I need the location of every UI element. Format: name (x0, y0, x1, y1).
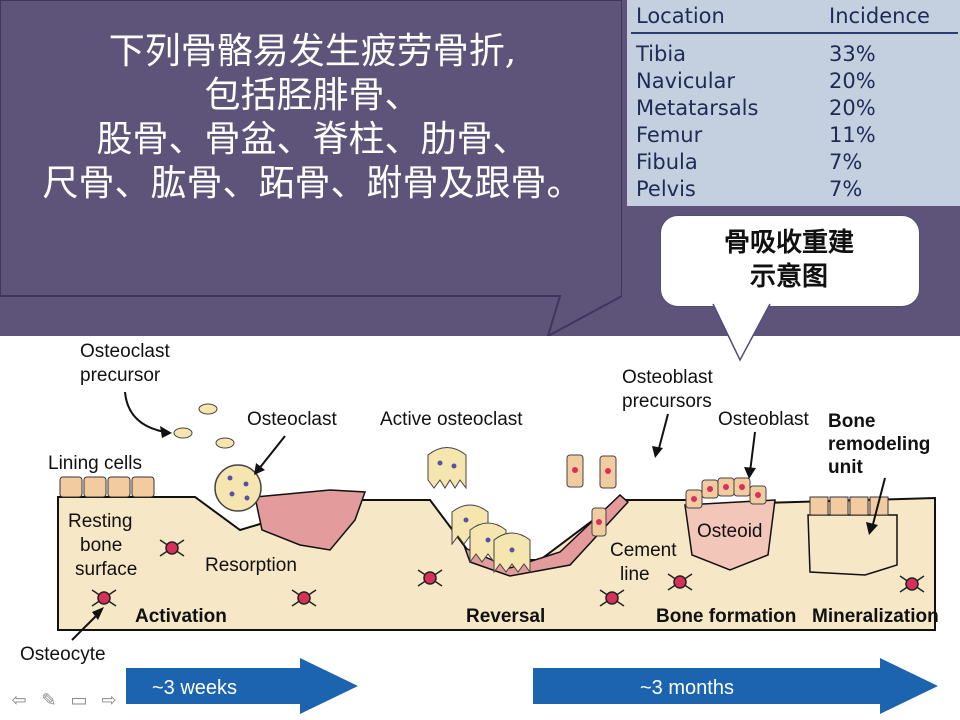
table-row: Pelvis 7% (627, 177, 960, 203)
callout-line: 示意图 (749, 262, 828, 292)
osteoclast-precursor-cells (173, 403, 235, 449)
phase-mineralization: Mineralization (812, 606, 939, 627)
resorption-pit (254, 489, 367, 551)
header-incidence: Incidence (829, 4, 930, 28)
cell-location: Navicular (636, 69, 736, 93)
left-callout-shape (0, 0, 622, 336)
cell-location: Pelvis (636, 177, 696, 201)
osteocyte-cells (91, 539, 925, 607)
cell-location: Femur (636, 123, 703, 147)
osteoclast-cell (214, 464, 262, 512)
duration-months-label: ~3 months (640, 677, 734, 699)
cell-incidence: 7% (829, 150, 863, 174)
phase-activation: Activation (135, 606, 227, 627)
title-line: 尺骨、肱骨、跖骨、跗骨及跟骨。 (42, 163, 583, 204)
cement-line-label: line (620, 564, 650, 585)
osteoclast-precursor-label: precursor (80, 365, 161, 386)
bone-remodeling-unit-label: unit (828, 457, 863, 478)
osteoblast-precursors-label: Osteoblast (622, 367, 714, 388)
title-line: 包括胫腓骨、 (204, 75, 421, 116)
lining-cells-label: Lining cells (48, 453, 142, 474)
arrow-right-icon[interactable]: ⇨ (101, 690, 117, 711)
table-divider (631, 32, 958, 34)
table-row: Tibia 33% (627, 42, 960, 68)
pointer-lines (71, 391, 886, 641)
callout-text: 骨吸收重建 示意图 (660, 226, 918, 294)
title-line: 下列骨骼易发生疲劳骨折, (108, 31, 517, 72)
osteoblast-precursors-label: precursors (622, 391, 712, 412)
cell-location: Tibia (636, 42, 687, 66)
menu-icon[interactable]: ▭ (70, 690, 88, 711)
osteoblast-cells (685, 477, 767, 509)
cell-incidence: 7% (829, 177, 863, 201)
osteoblast-label: Osteoblast (718, 409, 810, 430)
duration-arrow-weeks (126, 658, 358, 714)
table-row: Femur 11% (627, 123, 960, 149)
resorption-label: Resorption (205, 555, 297, 576)
phase-bone-formation: Bone formation (656, 606, 796, 627)
table-header: Location Incidence (627, 4, 960, 30)
cell-incidence: 33% (829, 42, 876, 66)
osteoblast-precursor-cells (566, 454, 617, 537)
resting-surface-label: Resting (68, 511, 132, 532)
cell-incidence: 11% (829, 123, 876, 147)
bone-remodeling-diagram: Osteoclast precursor Osteoclast Active o… (20, 341, 939, 714)
cell-location: Metatarsals (636, 96, 759, 120)
duration-weeks-label: ~3 weeks (152, 677, 237, 699)
slide-nav-controls: ⇦ ✎ ▭ ⇨ (8, 690, 138, 714)
phase-reversal: Reversal (466, 606, 545, 627)
active-osteoclast-cells (427, 447, 531, 574)
cell-location: Fibula (636, 150, 698, 174)
pen-icon[interactable]: ✎ (41, 690, 57, 711)
table-row: Navicular 20% (627, 69, 960, 95)
cement-line-label: Cement (610, 540, 677, 561)
osteoclast-precursor-label: Osteoclast (80, 341, 170, 362)
header-location: Location (636, 4, 725, 28)
lining-cells (59, 476, 889, 516)
callout-line: 骨吸收重建 (723, 228, 854, 258)
callout-bubble (660, 215, 920, 307)
pointer-arrowheads (92, 426, 878, 620)
duration-arrow-months (533, 658, 938, 714)
osteocyte-label: Osteocyte (20, 644, 106, 665)
title-line: 股骨、骨盆、脊柱、肋骨、 (96, 119, 529, 160)
table-row: Fibula 7% (627, 150, 960, 176)
osteoid-label: Osteoid (697, 521, 762, 542)
resting-surface-label: bone (80, 535, 122, 556)
incidence-table: Location Incidence Tibia 33% Navicular 2… (627, 0, 960, 206)
resting-surface-label: surface (75, 559, 137, 580)
active-osteoclast-label: Active osteoclast (380, 409, 523, 430)
cell-incidence: 20% (829, 96, 876, 120)
osteoclast-label: Osteoclast (247, 409, 337, 430)
table-row: Metatarsals 20% (627, 96, 960, 122)
cell-incidence: 20% (829, 69, 876, 93)
title-text: 下列骨骼易发生疲劳骨折, 包括胫腓骨、 股骨、骨盆、脊柱、肋骨、 尺骨、肱骨、跖… (0, 30, 625, 206)
bone-remodeling-unit-label: Bone (828, 411, 876, 432)
arrow-left-icon[interactable]: ⇦ (11, 690, 27, 711)
bone-remodeling-unit-label: remodeling (828, 434, 930, 455)
